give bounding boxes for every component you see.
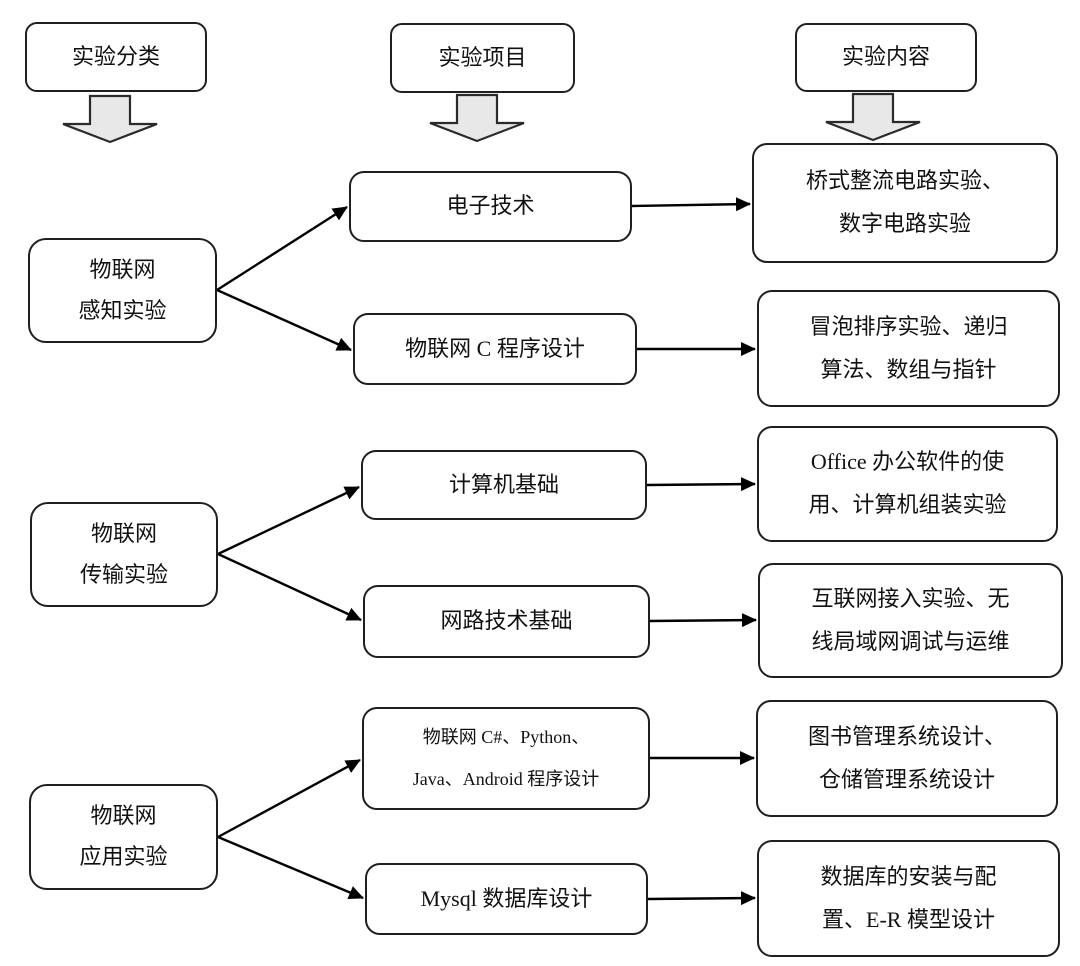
- down-block-arrow: [62, 94, 158, 144]
- down-block-arrow: [825, 92, 921, 142]
- arrow-connector: [216, 288, 352, 352]
- down-block-arrow: [429, 93, 525, 143]
- arrow-connector: [649, 613, 757, 628]
- arrow-connector: [217, 758, 361, 839]
- project-box-iot-c-programming: 物联网 C 程序设计: [353, 313, 637, 385]
- content-box-database-installation: 数据库的安装与配置、E-R 模型设计: [757, 840, 1060, 957]
- arrow-connector: [217, 552, 362, 622]
- arrow-connector: [631, 197, 751, 212]
- header-box-experiment-project: 实验项目: [390, 23, 575, 93]
- arrow-connector: [647, 891, 756, 906]
- content-box-circuit-experiments: 桥式整流电路实验、数字电路实验: [752, 143, 1058, 263]
- header-box-experiment-content: 实验内容: [795, 23, 977, 92]
- project-box-electronic-technology: 电子技术: [349, 171, 632, 242]
- content-box-internet-experiments: 互联网接入实验、无线局域网调试与运维: [758, 563, 1063, 678]
- project-box-network-fundamentals: 网路技术基础: [363, 585, 650, 658]
- category-box-iot-transmission: 物联网传输实验: [30, 502, 218, 607]
- category-box-iot-perception: 物联网感知实验: [28, 238, 217, 343]
- project-box-mysql-database-design: Mysql 数据库设计: [365, 863, 648, 935]
- arrow-connector: [646, 477, 756, 492]
- arrow-connector: [217, 835, 364, 900]
- category-box-iot-application: 物联网应用实验: [29, 784, 218, 890]
- header-box-experiment-category: 实验分类: [25, 22, 207, 92]
- project-box-computer-fundamentals: 计算机基础: [361, 450, 647, 520]
- content-box-office-experiments: Office 办公软件的使用、计算机组装实验: [757, 426, 1058, 542]
- project-box-multilanguage-programming: 物联网 C#、Python、Java、Android 程序设计: [362, 707, 650, 810]
- content-box-management-system-design: 图书管理系统设计、仓储管理系统设计: [756, 700, 1058, 817]
- arrow-connector: [217, 485, 360, 556]
- content-box-sorting-experiments: 冒泡排序实验、递归算法、数组与指针: [757, 290, 1060, 407]
- arrow-connector: [216, 205, 348, 292]
